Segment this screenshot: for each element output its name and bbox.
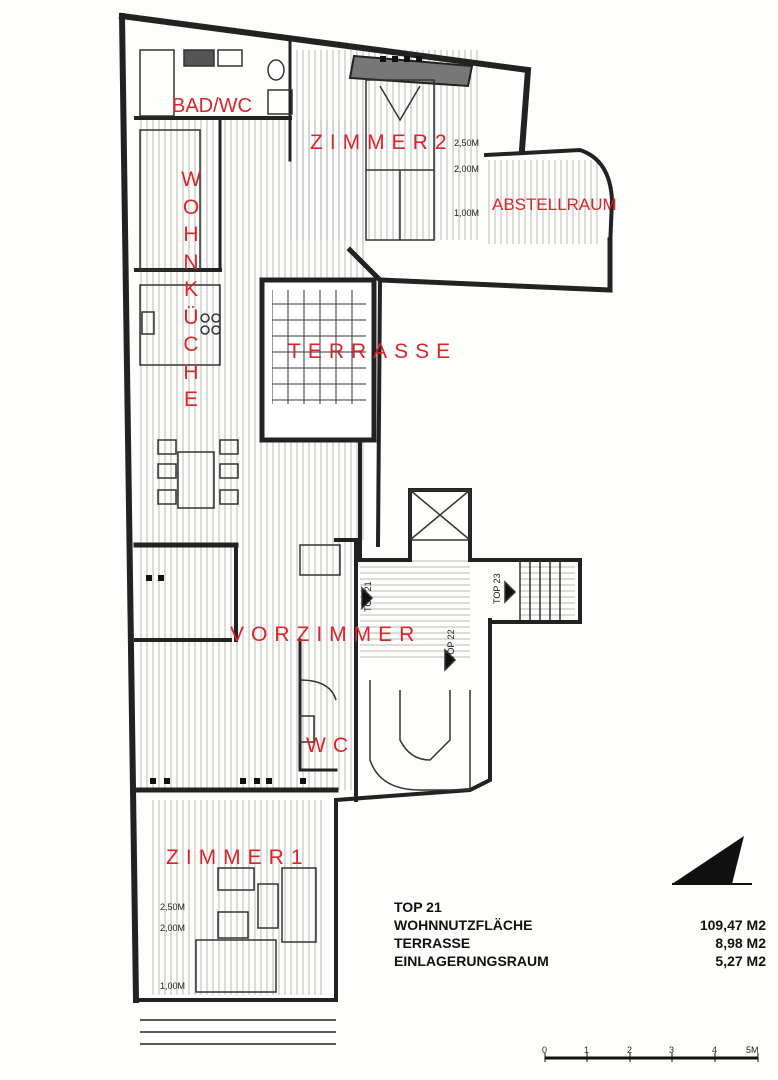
stair-core <box>299 489 561 791</box>
zimmer1-furniture <box>195 867 317 993</box>
scale-labels: 0 1 2 3 4 5M <box>538 1045 762 1059</box>
terrace-grid <box>259 277 377 443</box>
scale-bar <box>544 1053 759 1062</box>
wohnkueche-letter: O <box>182 195 200 219</box>
wohnkueche-letter: H <box>183 223 199 246</box>
north-arrow-icon <box>672 836 752 885</box>
zimmer2-bed <box>365 79 435 241</box>
wohnkueche-letter: W <box>181 168 201 191</box>
dim-z1-a: 2,50M <box>160 902 186 912</box>
dim-z2-a: 2,50M <box>454 138 480 148</box>
scale-tick-label: 2 <box>627 1045 633 1055</box>
area-row-label: EINLAGERUNGSRAUM <box>394 953 549 969</box>
wohnkueche-letter: Ü <box>183 305 199 329</box>
area-row: EINLAGERUNGSRAUM 5,27 M2 <box>394 952 766 970</box>
stair-top21: TOP 21 <box>363 581 373 612</box>
wohnkueche-letter: H <box>183 360 199 384</box>
area-table: TOP 21 WOHNNUTZFLÄCHE 109,47 M2 TERRASSE 8… <box>394 898 766 970</box>
area-row-label: TERRASSE <box>394 935 471 951</box>
scale-tick-label: 5M <box>746 1045 759 1055</box>
bathroom-fixtures <box>139 49 293 117</box>
area-row-value: 8,98 M2 <box>715 935 766 951</box>
dim-z2-b: 2,00M <box>454 164 480 174</box>
wohnkueche-letter: N <box>183 250 199 274</box>
dim-z1-b: 2,00M <box>160 923 186 933</box>
label-zimmer1: ZIMMER1 <box>166 846 310 869</box>
area-row: TERRASSE 8,98 M2 <box>394 934 766 952</box>
wohnkueche-letter: K <box>183 278 198 301</box>
wohnkueche-letter: C <box>183 333 199 356</box>
scale-tick-label: 4 <box>712 1045 718 1055</box>
scale-tick-label: 0 <box>542 1045 548 1055</box>
stair-top23: TOP 23 <box>492 573 502 604</box>
area-row-value: 5,27 M2 <box>715 953 766 969</box>
area-row-label: WOHNNUTZFLÄCHE <box>394 917 533 933</box>
label-zimmer2: ZIMMER2 <box>310 131 454 154</box>
area-row: WOHNNUTZFLÄCHE 109,47 M2 <box>394 916 766 934</box>
shaft-markers <box>146 56 422 784</box>
area-row-label: TOP 21 <box>394 899 442 915</box>
balcony-edge <box>140 1019 336 1045</box>
label-vorzimmer: VORZIMMER <box>230 623 422 646</box>
dim-z2-c: 1,00M <box>454 208 480 218</box>
label-terrasse: TERRASSE <box>288 340 458 363</box>
dim-z1-c: 1,00M <box>160 981 186 991</box>
scale-tick-label: 3 <box>669 1045 675 1055</box>
label-abstellraum: ABSTELLRAUM <box>492 195 617 214</box>
area-row: TOP 21 <box>394 898 766 916</box>
kitchen-fixtures <box>139 129 239 509</box>
area-row-value: 109,47 M2 <box>699 917 766 933</box>
label-bad-wc: BAD/WC <box>172 95 252 117</box>
scale-tick-label: 1 <box>584 1045 590 1055</box>
wohnkueche-letter: E <box>183 388 198 411</box>
stair-top22: TOP 22 <box>446 629 456 660</box>
wc-fixtures <box>299 679 337 743</box>
label-wc: WC <box>306 734 355 757</box>
